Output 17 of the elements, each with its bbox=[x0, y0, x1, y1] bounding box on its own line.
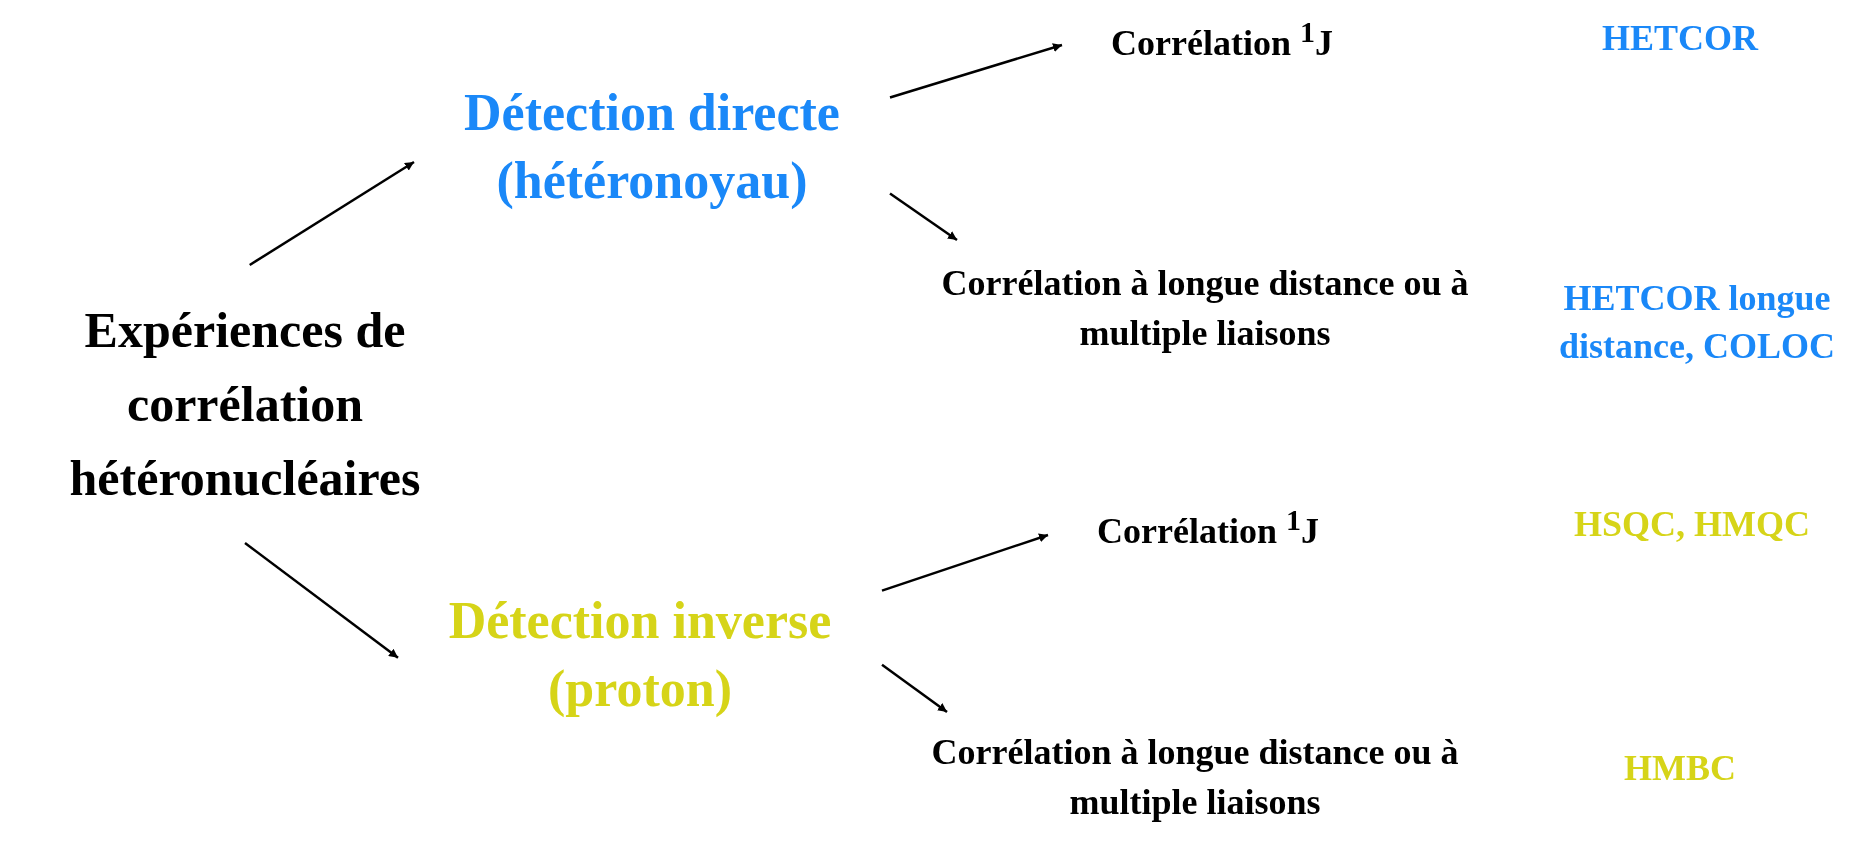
arrow bbox=[889, 192, 958, 242]
method-name: HSQC, HMQC bbox=[1573, 503, 1811, 546]
leaf-text: Corrélation $^{1}$J bbox=[1097, 501, 1319, 553]
root-heading: Expériences de corrélation hétéronucléaires bbox=[68, 301, 422, 508]
arrow bbox=[244, 542, 399, 659]
branch-heading: Détection directe (hétéronoyau) bbox=[463, 83, 841, 211]
arrow bbox=[889, 43, 1063, 99]
arrow bbox=[881, 663, 948, 713]
leaf-text: Corrélation $^{1}$J bbox=[1111, 13, 1333, 65]
method-name: HETCOR longue distance, COLOC bbox=[1558, 277, 1836, 368]
leaf-text: Corrélation à longue distance ou à multiple liaisons bbox=[930, 731, 1460, 824]
arrow bbox=[249, 160, 415, 267]
branch-heading: Détection inverse (proton) bbox=[447, 591, 833, 719]
method-name: HMBC bbox=[1623, 747, 1737, 790]
method-name: HETCOR bbox=[1601, 17, 1760, 60]
arrow bbox=[881, 533, 1049, 592]
leaf-text: Corrélation à longue distance ou à multiple liaisons bbox=[940, 261, 1470, 355]
